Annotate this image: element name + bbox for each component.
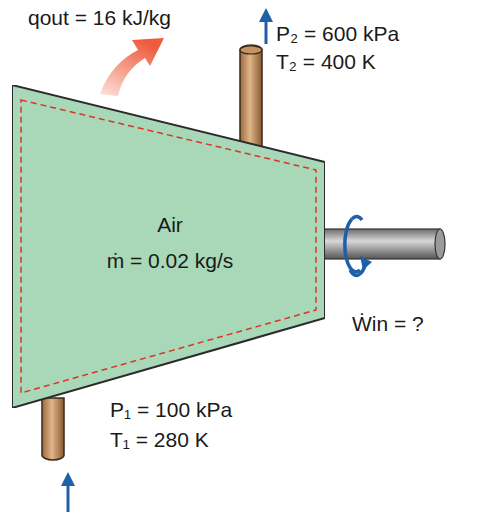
- control-volume-boundary: [21, 100, 316, 393]
- heat-output-label: qout = 16 kJ/kg: [28, 6, 171, 29]
- rotation-arrow-top: [352, 217, 362, 220]
- rotation-arrowhead: [360, 256, 372, 270]
- outlet-pressure: P₂ = 600 kPa: [276, 22, 399, 45]
- outlet-temperature: T₂ = 400 K: [276, 50, 376, 73]
- outlet-pipe: [240, 45, 262, 152]
- inlet-arrowhead: [61, 472, 75, 486]
- shaft-end: [435, 229, 445, 259]
- heat-out-arrow: [100, 38, 164, 96]
- outlet-pipe-end: [240, 46, 262, 54]
- mass-flow-rate: ṁ = 0.02 kg/s: [107, 249, 234, 272]
- work-input-label: Ẇin = ?: [352, 312, 424, 335]
- shaft: [322, 229, 440, 259]
- inlet-pipe: [42, 398, 64, 460]
- inlet-pressure: P₁ = 100 kPa: [110, 398, 232, 421]
- outlet-arrowhead: [259, 8, 273, 22]
- inlet-flow-arrow: [67, 484, 70, 512]
- outlet-flow-arrow: [265, 20, 268, 44]
- inlet-temperature: T₁ = 280 K: [110, 428, 209, 451]
- compressor-outline: [12, 85, 325, 408]
- gas-name: Air: [157, 213, 183, 236]
- compressor-body: Air ṁ = 0.02 kg/s: [12, 85, 325, 408]
- compressor-casing: [12, 85, 325, 408]
- rotation-arrow-back: [345, 219, 360, 272]
